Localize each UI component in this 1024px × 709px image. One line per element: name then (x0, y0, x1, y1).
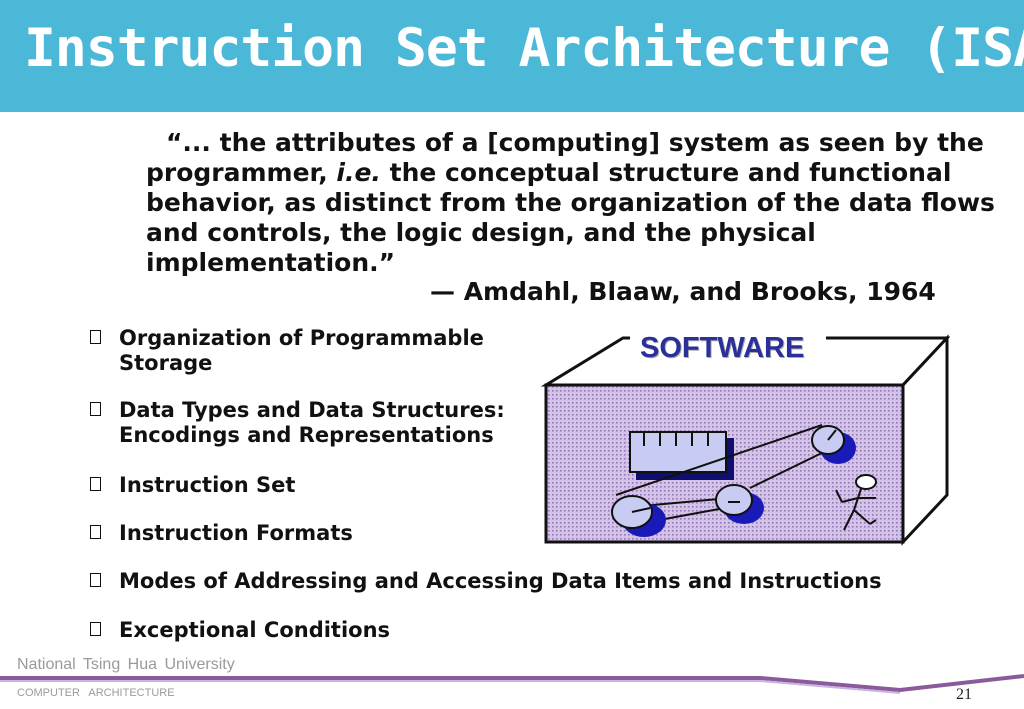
gear-icon (811, 425, 856, 464)
stick-figure-icon (835, 474, 877, 531)
quote-attribution: — Amdahl, Blaaw, and Brooks, 1964 (430, 277, 936, 306)
bullet-line: Storage (119, 351, 213, 375)
bullet-marker-icon (90, 525, 101, 539)
footer-divider (0, 674, 1024, 694)
bullet-marker-icon (90, 330, 101, 344)
bullet-line: Data Types and Data Structures: (119, 398, 505, 422)
quote-line-5: implementation.” (146, 248, 396, 277)
bullet-line: Encodings and Representations (119, 423, 494, 447)
bullet-marker-icon (90, 477, 101, 491)
quote-block: “... the attributes of a [computing] sys… (146, 128, 995, 278)
bullet-marker-icon (90, 622, 101, 636)
page-number: 21 (956, 686, 972, 703)
quote-line-4: and controls, the logic design, and the … (146, 218, 816, 247)
gear-icon (611, 495, 666, 537)
title-bar: Instruction Set Architecture (ISA) (0, 0, 1024, 112)
quote-line-2-a: programmer, (146, 158, 337, 187)
bullet-text: Exceptional Conditions (119, 618, 390, 643)
bullet-marker-icon (90, 573, 101, 587)
bullet-text: Data Types and Data Structures: Encoding… (119, 398, 505, 448)
bullet-line: Modes of Addressing and Accessing Data I… (119, 569, 882, 593)
bullet-text: Modes of Addressing and Accessing Data I… (119, 569, 882, 594)
bullet-line: Instruction Formats (119, 521, 353, 545)
footer-university: National Tsing Hua University (17, 656, 235, 673)
quote-line-1: “... the attributes of a [computing] sys… (166, 128, 984, 157)
slide-title: Instruction Set Architecture (ISA) (24, 18, 1024, 79)
quote-line-2: programmer, i.e. the conceptual structur… (146, 158, 986, 188)
bullet-text: Instruction Set (119, 473, 295, 498)
footer-course: COMPUTER ARCHITECTURE (17, 687, 175, 699)
software-box-illustration (540, 332, 950, 546)
bullet-line: Instruction Set (119, 473, 296, 497)
gear-icon (715, 484, 764, 524)
software-label: SOFTWARE (640, 332, 805, 364)
bullet-marker-icon (90, 402, 101, 416)
bullet-line: Organization of Programmable (119, 326, 484, 350)
bullet-text: Organization of Programmable Storage (119, 326, 484, 376)
ruler-icon (629, 431, 734, 480)
quote-line-3: behavior, as distinct from the organizat… (146, 188, 995, 217)
bullet-line: Exceptional Conditions (119, 618, 391, 642)
quote-line-2-b: the conceptual structure and functional (380, 158, 952, 187)
bullet-text: Instruction Formats (119, 521, 353, 546)
quote-line-2-em: i.e. (336, 158, 381, 187)
